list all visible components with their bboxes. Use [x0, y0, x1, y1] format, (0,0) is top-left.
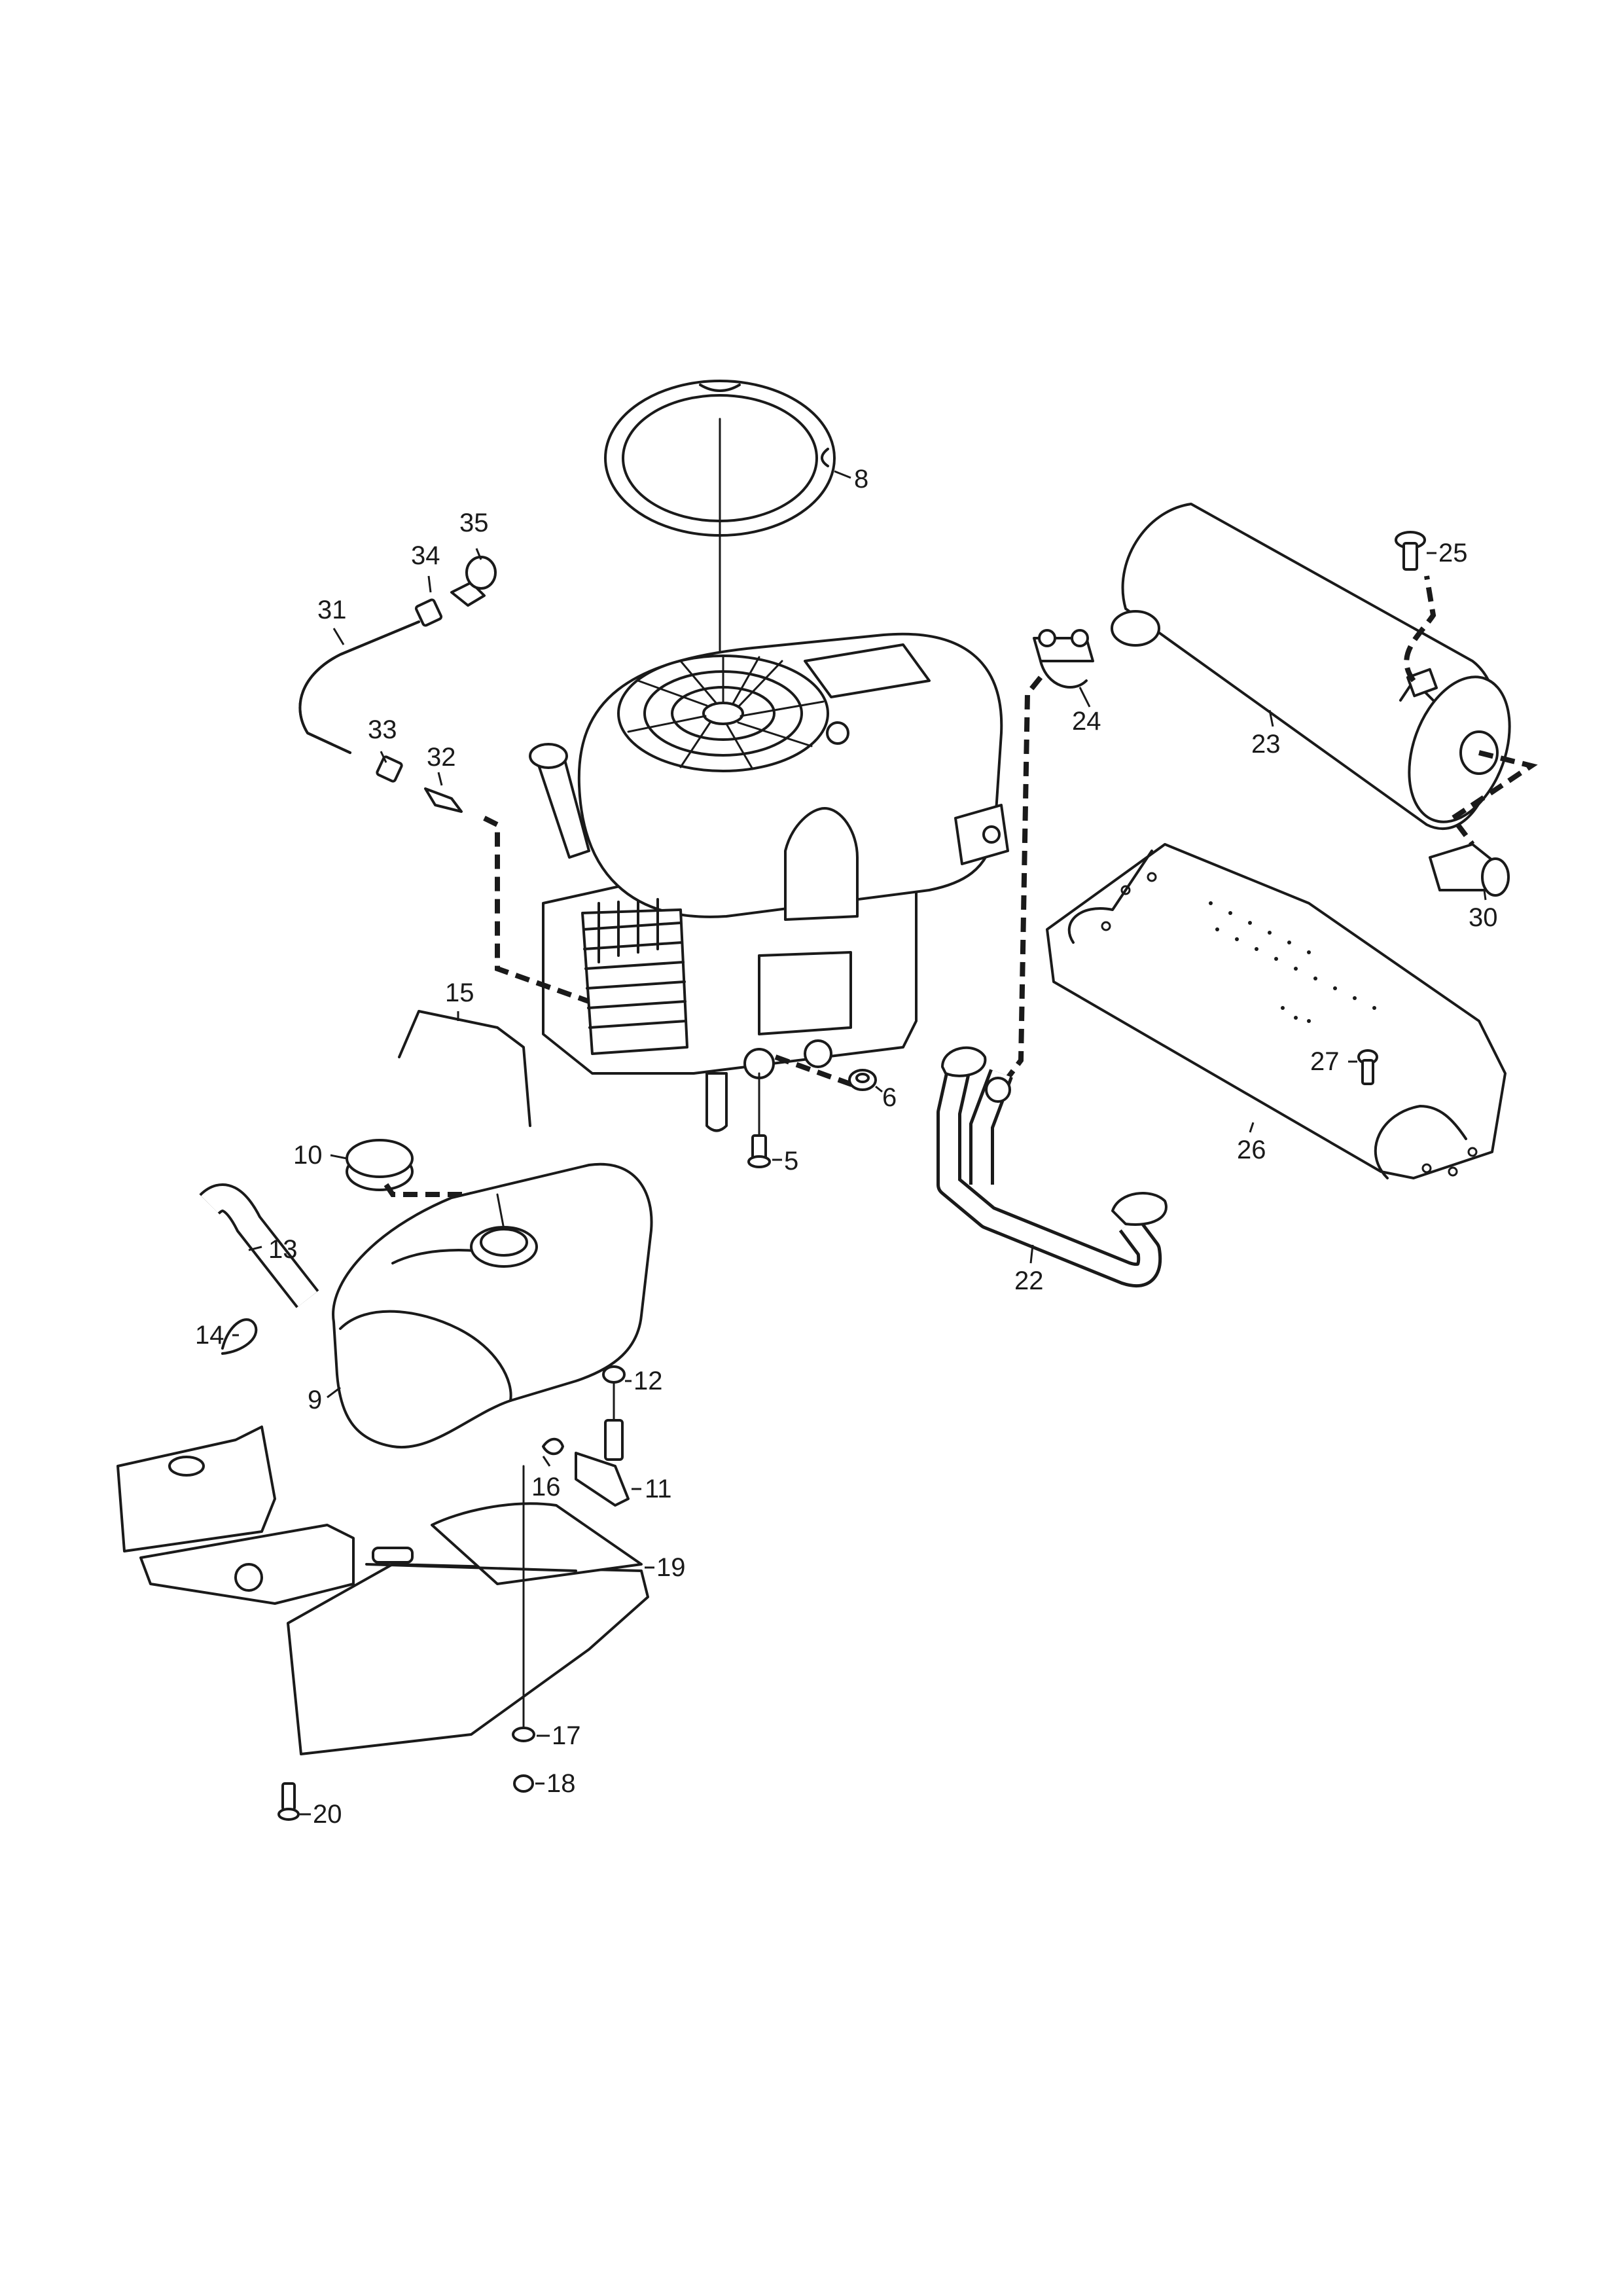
callout-35: 35	[459, 509, 489, 537]
part-26-heat-shield	[1046, 843, 1507, 1179]
part-16-hose-bracket	[398, 1010, 531, 1127]
callout-25: 25	[1438, 539, 1468, 567]
callout-16: 15	[445, 978, 474, 1007]
part-25-bolt	[1395, 531, 1426, 571]
part-22-exhaust-pipe	[936, 1046, 1168, 1288]
callout-20: 20	[313, 1800, 342, 1829]
engine-assembly	[529, 632, 1009, 1132]
part-19-tank-shield	[287, 1502, 649, 1755]
callout-24: 24	[1072, 707, 1101, 736]
callout-13: 13	[268, 1235, 298, 1264]
callout-10: 10	[293, 1141, 323, 1170]
callout-19: 19	[656, 1553, 686, 1582]
part-14-cable-tie	[221, 1318, 258, 1355]
callout-34: 34	[411, 541, 440, 570]
part-13-vent-hose	[199, 1183, 319, 1308]
callout-31: 31	[317, 596, 347, 624]
fuel-line-assembly	[298, 556, 590, 1004]
callout-27: 27	[1310, 1047, 1340, 1076]
callout-33: 33	[368, 715, 397, 744]
callout-23: 23	[1251, 730, 1281, 759]
part-6-nut	[774, 1054, 877, 1091]
callout-5: 5	[784, 1147, 798, 1175]
part-27-screw	[1357, 1049, 1378, 1085]
callout-12: 12	[633, 1367, 663, 1395]
callout-11: 11	[645, 1475, 672, 1503]
callout-18: 18	[546, 1769, 576, 1798]
callout-30: 30	[1469, 903, 1498, 932]
callout-15: 16	[531, 1473, 561, 1501]
callout-leaders	[232, 470, 1487, 1816]
fuel-valve-assembly	[542, 1365, 630, 1507]
callout-22: 22	[1014, 1266, 1044, 1295]
part-23-muffler	[1111, 503, 1538, 846]
callout-26: 26	[1237, 1136, 1266, 1164]
callout-8: 8	[854, 465, 868, 493]
callout-9: 9	[308, 1386, 322, 1414]
callout-32: 32	[427, 743, 456, 772]
callout-14: 14	[195, 1321, 224, 1350]
part-24-clamp	[999, 629, 1094, 1088]
callout-17: 17	[552, 1721, 581, 1750]
callout-labels: 8 5 6 25 24 23 30 27 26 22 35 34 31 33 3…	[195, 465, 1498, 1829]
part-30-spark-arrestor	[1429, 843, 1510, 897]
part-5-bolt	[747, 1072, 771, 1168]
tank-support-bracket	[116, 1426, 355, 1605]
part-10-fuel-cap	[346, 1139, 497, 1197]
callout-6: 6	[882, 1083, 897, 1112]
part-9-fuel-tank	[332, 1162, 653, 1449]
lower-fasteners	[277, 1465, 535, 1821]
part-8-gasket-ring	[604, 380, 836, 711]
